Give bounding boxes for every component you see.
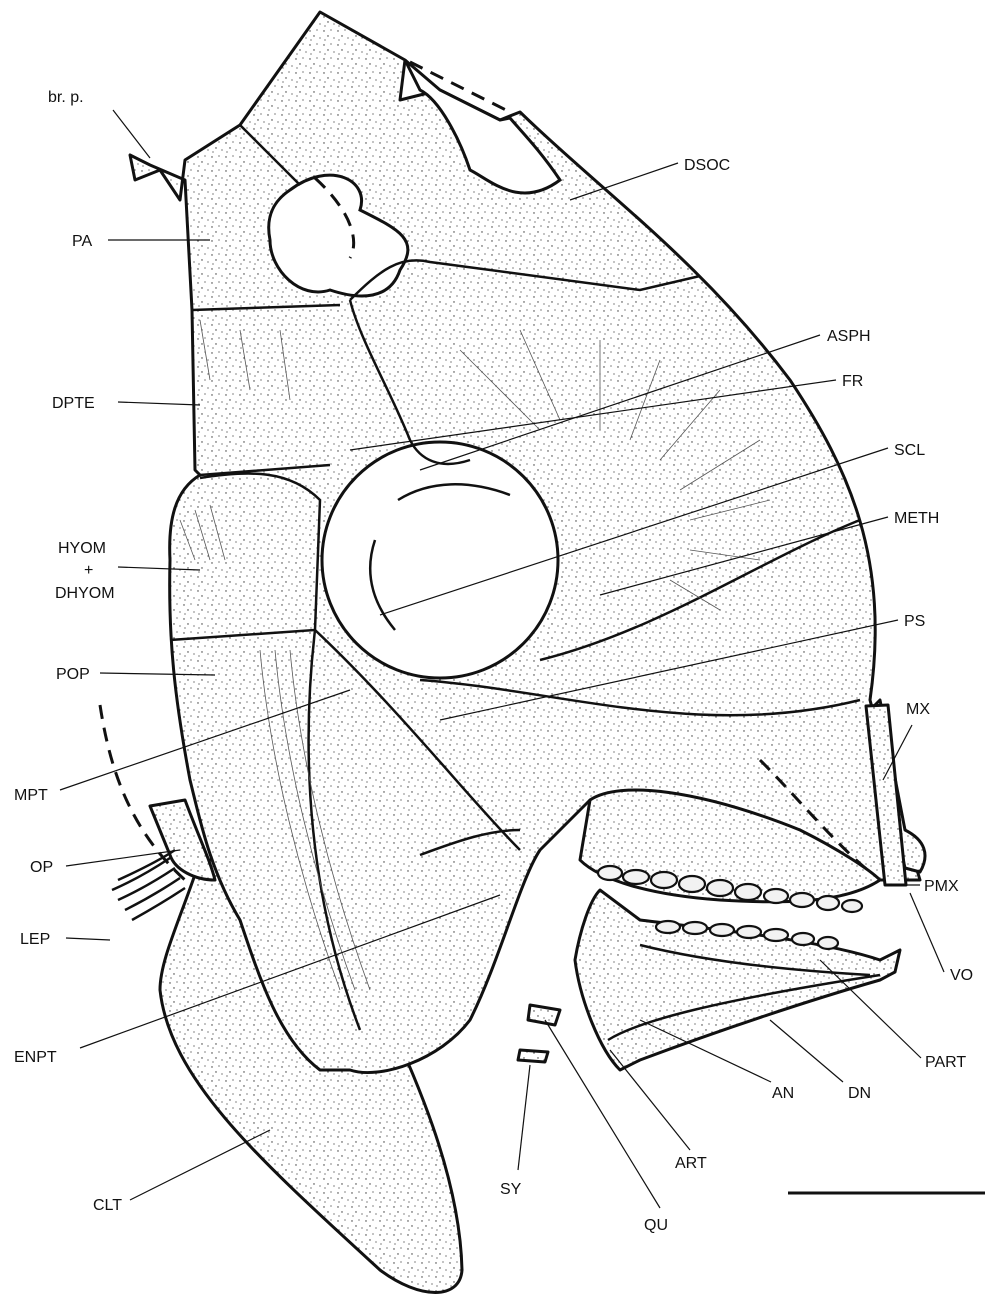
- label-mpt: MPT: [14, 787, 48, 804]
- label-enpt: ENPT: [14, 1049, 57, 1066]
- label-scl: SCL: [894, 442, 925, 459]
- label-hyom: HYOM: [58, 540, 106, 557]
- label-lep: LEP: [20, 931, 50, 948]
- label-sy: SY: [500, 1181, 522, 1198]
- label-clt: CLT: [93, 1197, 122, 1214]
- label-an: AN: [772, 1085, 794, 1102]
- label-meth: METH: [894, 510, 939, 527]
- label-asph: ASPH: [827, 328, 871, 345]
- label-pa: PA: [72, 233, 92, 250]
- orbit: [322, 442, 558, 678]
- label-part: PART: [925, 1054, 966, 1071]
- label-qu: QU: [644, 1217, 668, 1234]
- label-dn: DN: [848, 1085, 871, 1102]
- label-op: OP: [30, 859, 53, 876]
- label-pmx: PMX: [924, 878, 959, 895]
- symplectic-bone: [518, 1050, 548, 1062]
- label-br-p: br. p.: [48, 89, 84, 106]
- label-ps: PS: [904, 613, 925, 630]
- label-fr: FR: [842, 373, 863, 390]
- label-dpte: DPTE: [52, 395, 95, 412]
- label-dhyom: DHYOM: [55, 585, 115, 602]
- label-vo: VO: [950, 967, 973, 984]
- label-hyom-plus: +: [84, 562, 93, 579]
- quadrate-bone: [528, 1005, 560, 1025]
- label-pop: POP: [56, 666, 90, 683]
- label-art: ART: [675, 1155, 707, 1172]
- label-dsoc: DSOC: [684, 157, 730, 174]
- label-mx: MX: [906, 701, 930, 718]
